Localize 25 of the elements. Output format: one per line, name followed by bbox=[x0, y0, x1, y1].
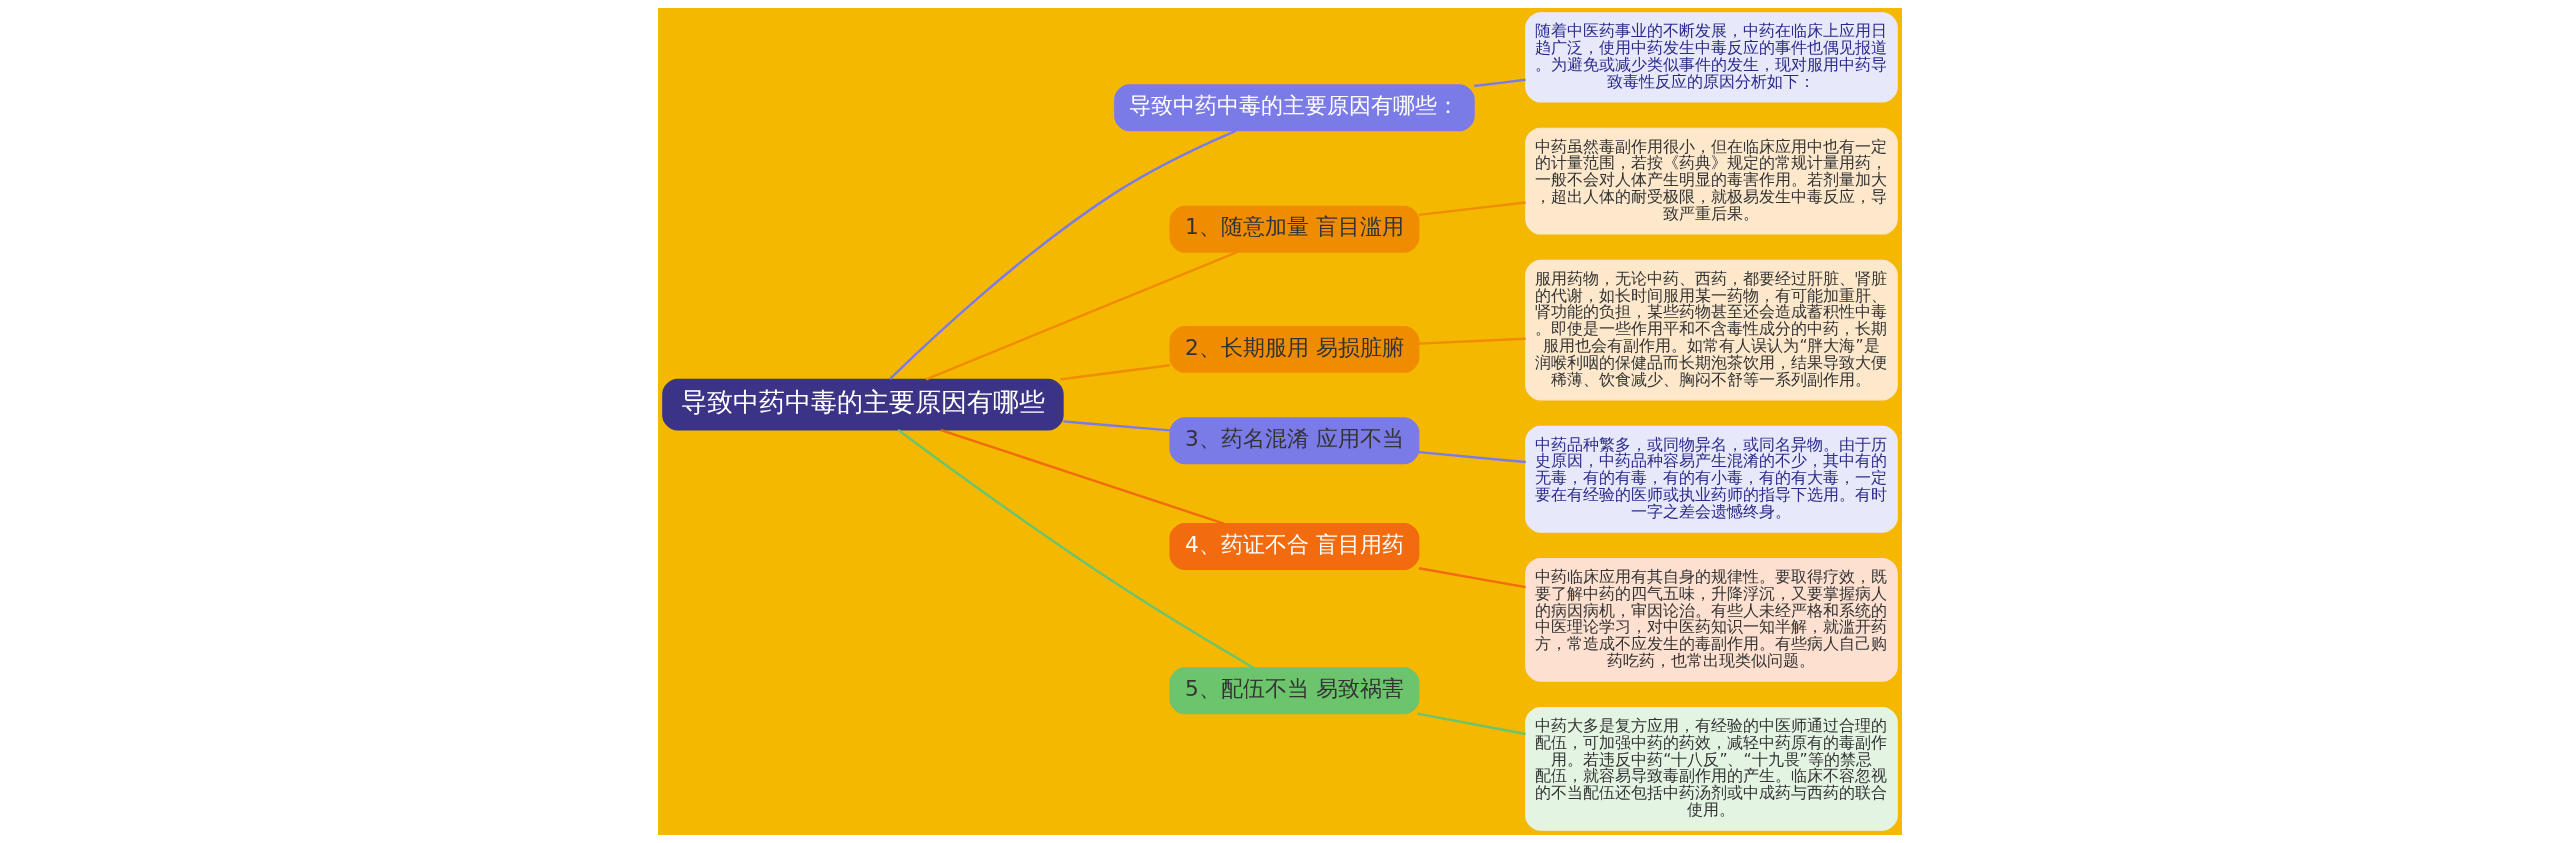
node-box: 2、长期服用 易损脏腑 bbox=[1169, 325, 1420, 373]
connector bbox=[940, 428, 1225, 525]
node-box: 4、药证不合 盲目用药 bbox=[1169, 523, 1420, 570]
connector bbox=[1418, 450, 1526, 464]
node-box: 中药大多是复方应用，有经验的中医师通过合理的配伍，可加强中药的药效，减轻中药原有的毒副作用。若违反中药“十八反”、“十九畏”等的禁忌配伍，就容易导致毒副作用的产生。临床不容忽视的不当配伍还包括中药汤剂或中成药与西药的联合使用。 bbox=[1525, 706, 1898, 831]
connector bbox=[1060, 364, 1170, 381]
node-box: 中药虽然毒副作用很小，但在临床应用中也有一定的计量范围，若按《药典》规定的常规计量用药，一般不会对人体产生明显的毒害作用。若剂量加大，超出人体的耐受极限，就极易发生中毒反应，导致严重后果。 bbox=[1525, 127, 1898, 235]
node-box: 随着中医药事业的不断发展，中药在临床上应用日趋广泛，使用中药发生中毒反应的事件也偶见报道。为避免或减少类似事件的发生，现对服用中药导致毒性反应的原因分析如下： bbox=[1525, 12, 1898, 103]
node-box: 5、配伍不当 易致祸害 bbox=[1169, 667, 1420, 715]
node-box: 导致中药中毒的主要原因有哪些： bbox=[1114, 84, 1475, 132]
connector bbox=[925, 251, 1238, 381]
connector bbox=[1418, 567, 1526, 589]
connector bbox=[897, 428, 1254, 669]
node-box: 1、随意加量 盲目滥用 bbox=[1169, 205, 1420, 253]
node-box: 3、药名混淆 应用不当 bbox=[1169, 417, 1420, 465]
node-box: 中药品种繁多，或同物异名，或同名异物。由于历史原因，中药品种容易产生混淆的不少，其中有的无毒，有的有毒，有的有小毒，有的有大毒，一定要在有经验的医师或执业药师的指导下选用。有时一字之差会遗憾终身。 bbox=[1525, 425, 1898, 533]
node-box: 导致中药中毒的主要原因有哪些 bbox=[662, 378, 1064, 431]
connector bbox=[1418, 201, 1526, 217]
connector bbox=[888, 129, 1237, 380]
connector bbox=[1063, 420, 1171, 432]
connector bbox=[1418, 337, 1526, 345]
node-box: 服用药物，无论中药、西药，都要经过肝脏、肾脏的代谢，如长时间服用某一药物，有可能加重肝、肾功能的负担，某些药物甚至还会造成蓄积性中毒。即使是一些作用平和不含毒性成分的中药，长期服用也会有副作用。如常有人误认为“胖大海”是润喉利咽的保健品而长期泡茶饮用，结果导致大便稀薄、饮食减少、胸闷不舒等一系列副作用。 bbox=[1525, 259, 1898, 401]
connector bbox=[1417, 712, 1526, 736]
connector bbox=[1474, 78, 1526, 88]
node-box: 中药临床应用有其自身的规律性。要取得疗效，既要了解中药的四气五味，升降浮沉，又要掌握病人的病因病机，审因论治。有些人未经严格和系统的中医理论学习，对中医药知识一知半解，就滥开药方，常造成不应发生的毒副作用。有些病人自己购药吃药，也常出现类似问题。 bbox=[1525, 557, 1898, 682]
